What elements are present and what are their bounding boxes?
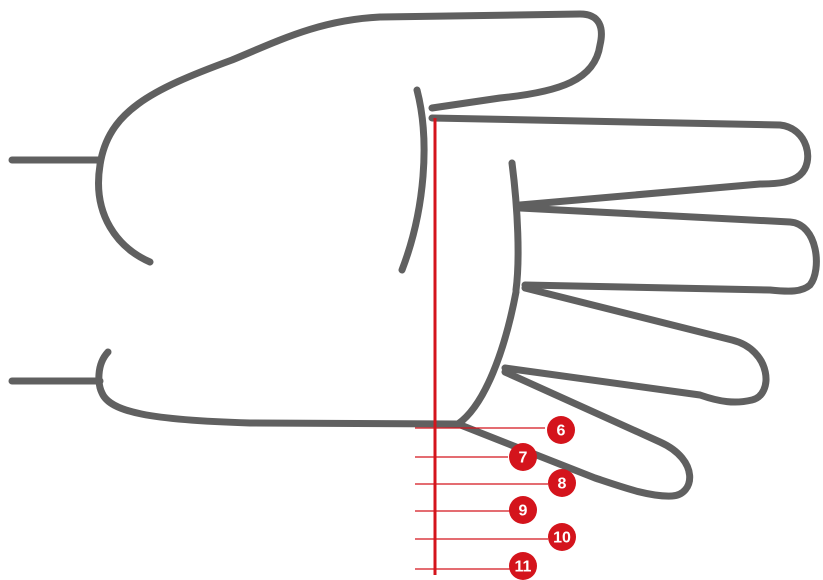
size-label: 7 xyxy=(519,450,528,467)
thumb-base-curve xyxy=(402,90,424,270)
hand-outline xyxy=(12,14,816,496)
size-marker-11: 11 xyxy=(415,552,537,580)
middle-finger xyxy=(520,208,816,291)
size-marker-9: 9 xyxy=(415,496,537,524)
palm-heel xyxy=(458,292,516,424)
ring-finger xyxy=(505,288,766,402)
size-marker-7: 7 xyxy=(415,443,537,471)
size-label: 8 xyxy=(558,476,567,493)
palm-bottom-edge xyxy=(99,352,458,424)
size-marker-10: 10 xyxy=(415,523,576,551)
size-marker-8: 8 xyxy=(415,469,576,497)
size-label: 6 xyxy=(557,423,566,440)
wrist-crease-top xyxy=(99,165,150,262)
index-finger xyxy=(432,118,808,205)
size-label: 9 xyxy=(519,503,528,520)
size-label: 10 xyxy=(553,530,571,547)
thumb-outline xyxy=(100,14,601,165)
palm-inner-line xyxy=(512,163,518,290)
size-label: 11 xyxy=(515,559,532,576)
